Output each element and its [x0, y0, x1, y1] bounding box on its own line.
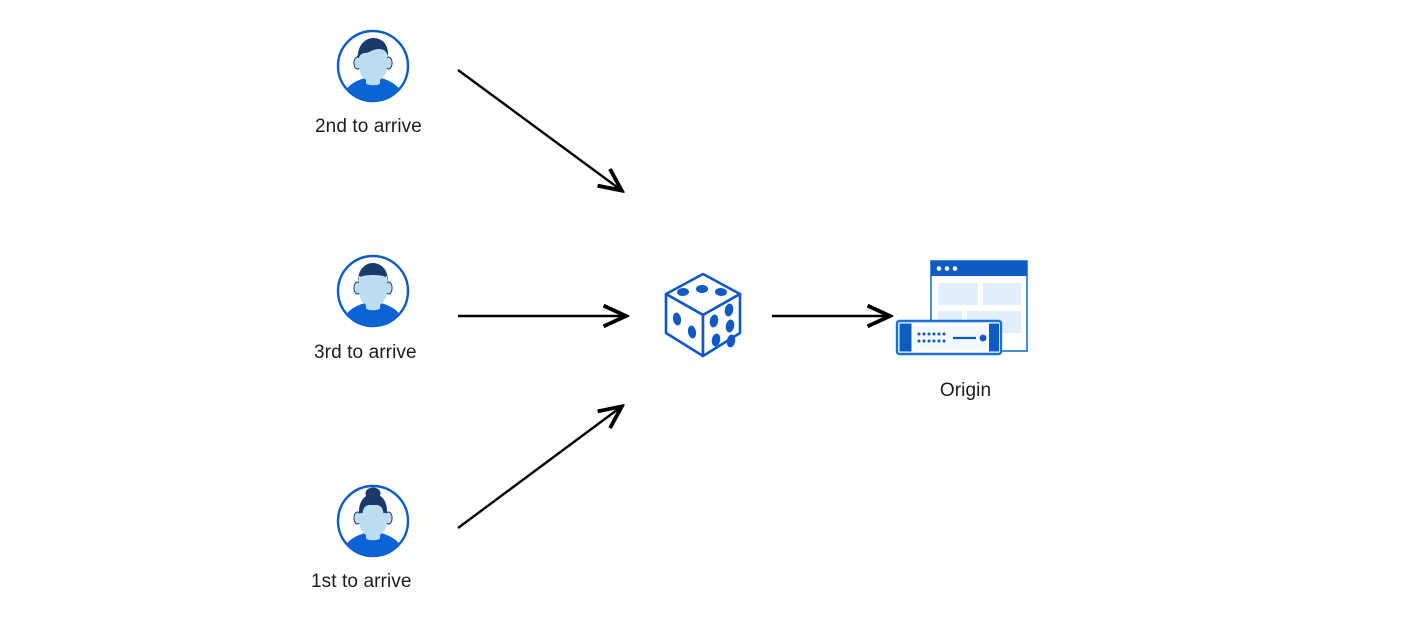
client-avatar-1st[interactable]	[335, 483, 411, 559]
origin-node[interactable]	[893, 255, 1038, 370]
user-avatar-icon	[336, 254, 410, 328]
client-label-2nd: 2nd to arrive	[315, 116, 422, 137]
user-avatar-icon	[336, 29, 410, 103]
arrow-1st-to-dice	[457, 407, 621, 529]
server-appliance-icon	[895, 319, 1003, 356]
user-avatar-icon	[336, 484, 410, 558]
load-balancer-dice[interactable]	[660, 270, 746, 365]
dice-cube-icon	[664, 272, 742, 358]
client-avatar-3rd[interactable]	[335, 253, 411, 329]
client-avatar-2nd[interactable]	[335, 28, 411, 104]
origin-label: Origin	[939, 380, 992, 401]
client-label-3rd: 3rd to arrive	[314, 342, 417, 363]
origin-server-browser-icon	[895, 260, 1028, 356]
client-label-1st: 1st to arrive	[311, 571, 412, 592]
